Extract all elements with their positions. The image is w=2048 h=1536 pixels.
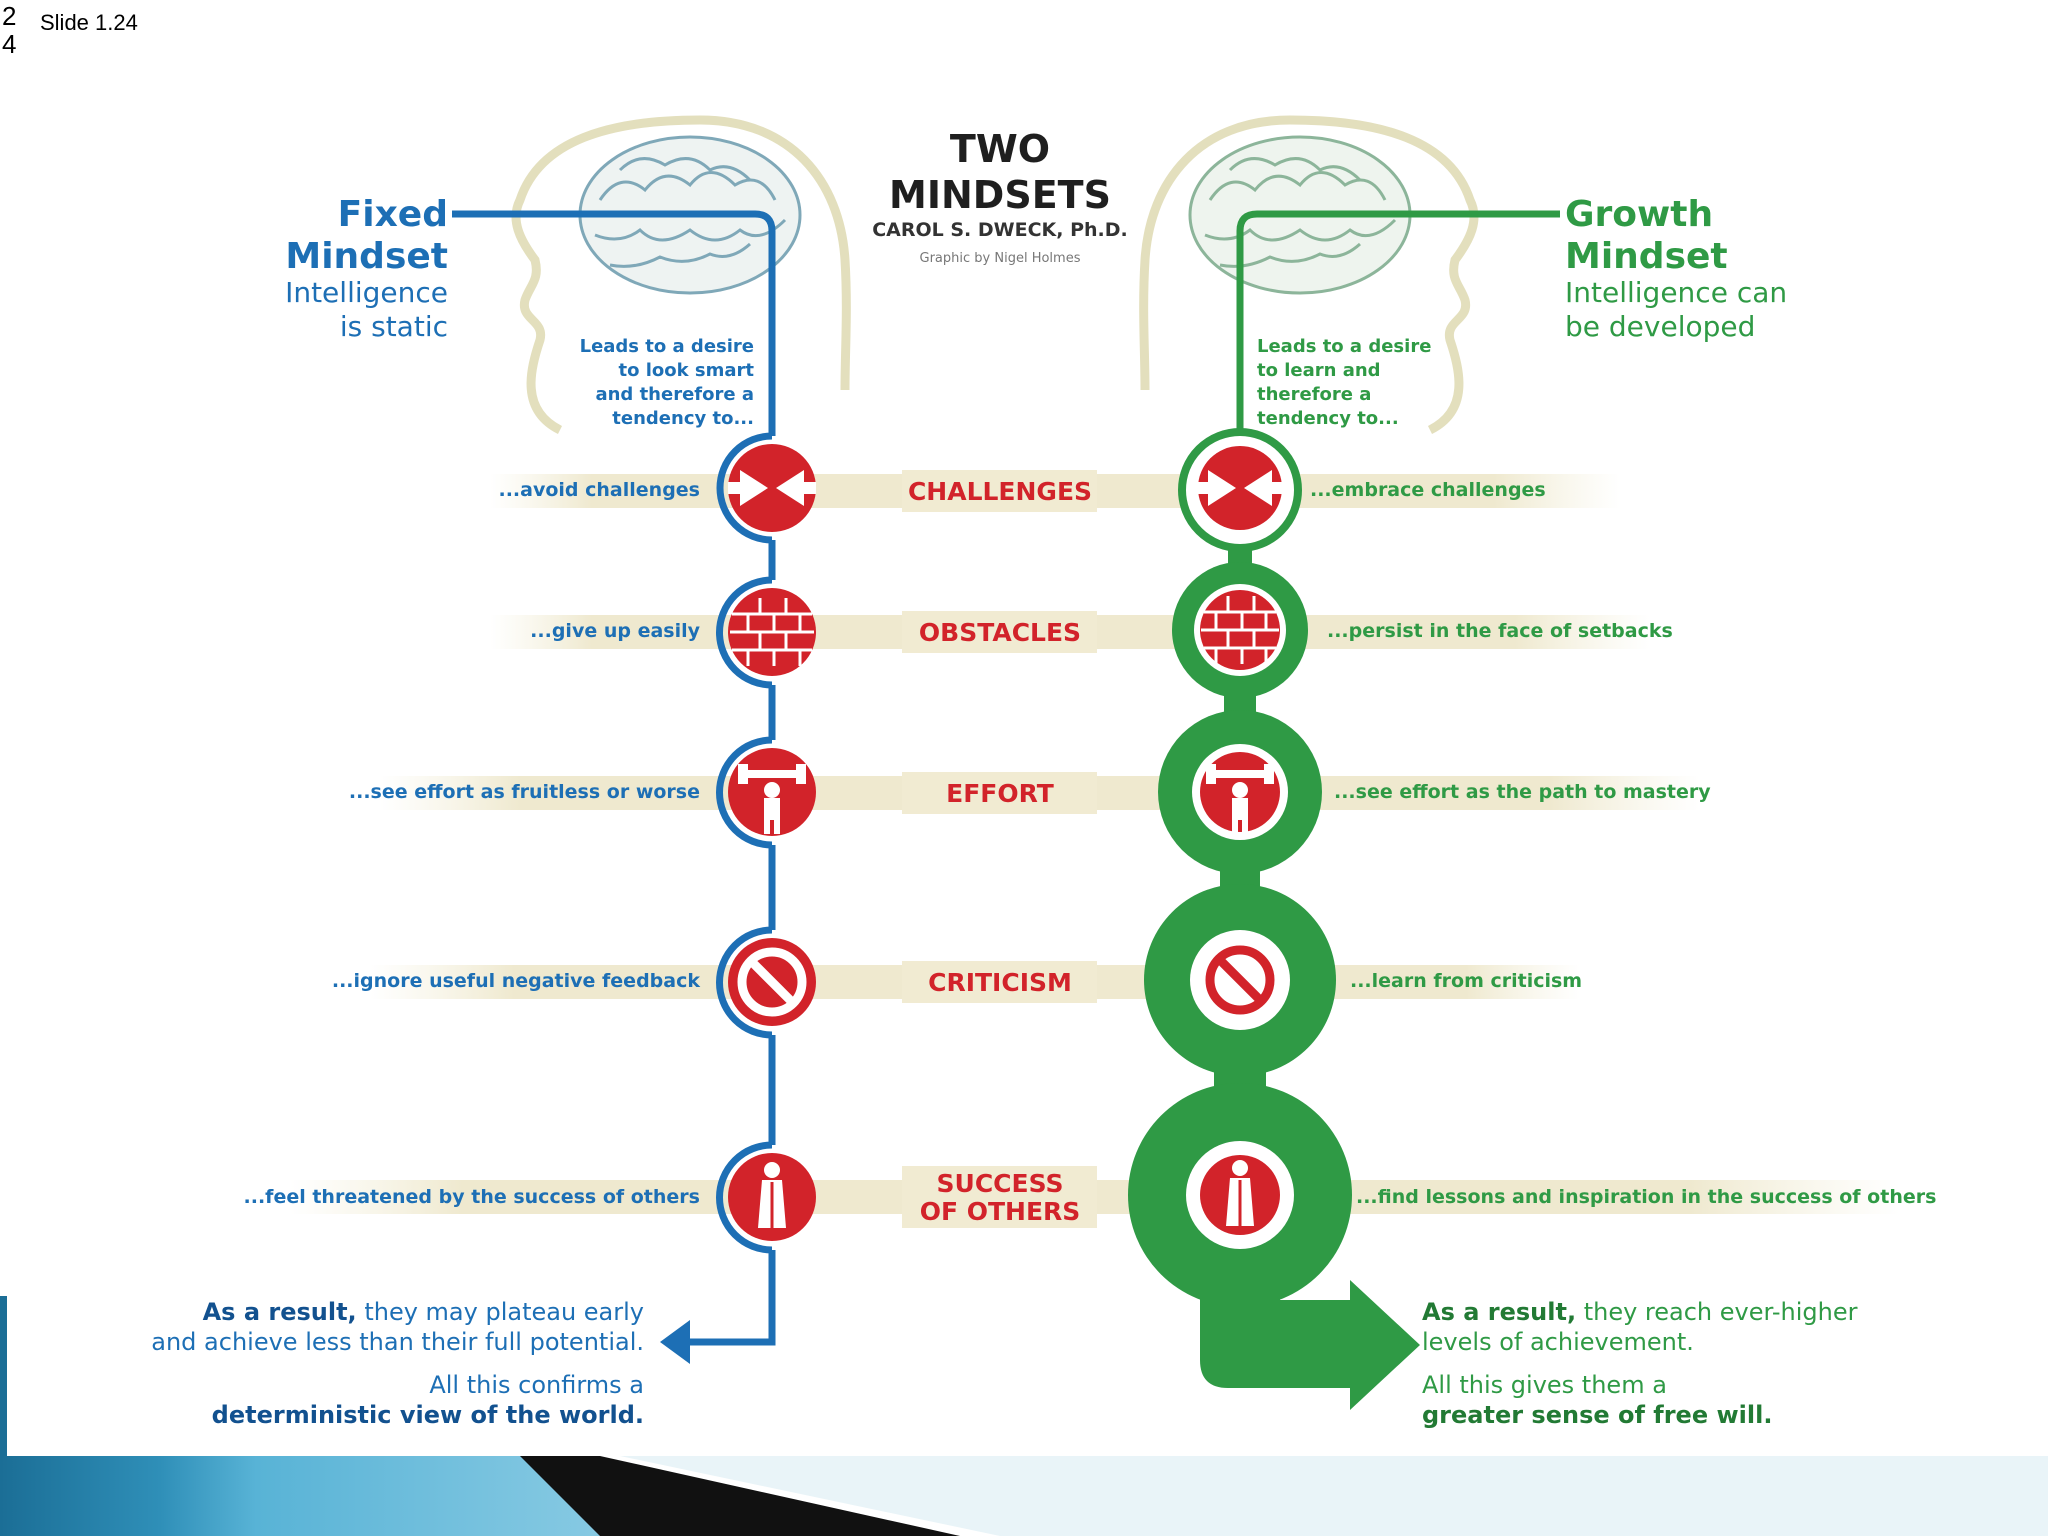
page-number: 24 [2, 1, 17, 59]
growth-response-effort: ...see effort as the path to mastery [1334, 781, 1711, 803]
growth-challenges-icon [1196, 446, 1284, 530]
title-line-2: MINDSETS [889, 173, 1111, 217]
category-bands [290, 474, 1900, 1214]
fixed-challenges-icon [728, 444, 816, 532]
fixed-result-line-1: As a result, they may plateau early [203, 1298, 644, 1326]
growth-criticism-icon [1190, 930, 1290, 1030]
growth-head-outline [1139, 115, 1479, 435]
graphic-credit: Graphic by Nigel Holmes [920, 251, 1081, 266]
fixed-criticism-icon [728, 938, 816, 1026]
fixed-desire-line-2: to look smart [619, 360, 755, 381]
category-criticism: CRITICISM [928, 968, 1072, 997]
growth-effort-icon [1192, 744, 1288, 840]
fixed-arrow-left-icon [660, 1320, 690, 1364]
fixed-desire-line-4: tendency to... [612, 408, 754, 429]
fixed-effort-icon [728, 748, 816, 836]
fixed-result-bold: As a result, [203, 1298, 357, 1326]
fixed-desire-line-1: Leads to a desire [580, 336, 754, 357]
growth-response-challenges: ...embrace challenges [1310, 479, 1546, 501]
fixed-confirm-line-2: deterministic view of the world. [212, 1401, 644, 1429]
fixed-subtitle-line-1: Intelligence [285, 276, 448, 309]
growth-subtitle-line-1: Intelligence can [1565, 276, 1787, 309]
growth-desire-line-4: tendency to... [1257, 408, 1399, 429]
fixed-result-rest: they may plateau early [357, 1298, 644, 1326]
growth-desire-line-2: to learn and [1257, 360, 1381, 381]
fixed-desire-line-3: and therefore a [595, 384, 754, 405]
growth-desire-line-3: therefore a [1257, 384, 1371, 405]
fixed-response-success: ...feel threatened by the success of oth… [244, 1186, 700, 1208]
growth-title-line-1: Growth [1565, 194, 1713, 235]
growth-obstacles-icon [1194, 584, 1286, 676]
slide-footer-decoration [0, 1296, 2048, 1536]
growth-result-bold: As a result, [1422, 1298, 1576, 1326]
title-line-1: TWO [950, 127, 1050, 171]
category-success-line-2: OF OTHERS [920, 1197, 1081, 1226]
growth-title-line-2: Mindset [1565, 236, 1728, 277]
growth-result-line-1: As a result, they reach ever-higher [1422, 1298, 1858, 1326]
growth-confirm-line-2: greater sense of free will. [1422, 1401, 1772, 1429]
growth-subtitle-line-2: be developed [1565, 310, 1755, 343]
fixed-path-line [452, 210, 776, 1346]
category-success-line-1: SUCCESS [937, 1169, 1064, 1198]
fixed-obstacles-icon [728, 588, 816, 676]
growth-confirm-line-1: All this gives them a [1422, 1371, 1667, 1399]
fixed-response-challenges: ...avoid challenges [499, 479, 701, 501]
category-obstacles: OBSTACLES [919, 618, 1081, 647]
fixed-response-effort: ...see effort as fruitless or worse [349, 781, 700, 803]
category-label-boxes [902, 470, 1097, 1228]
category-challenges: CHALLENGES [908, 477, 1092, 506]
fixed-response-obstacles: ...give up easily [530, 620, 700, 642]
author: CAROL S. DWECK, Ph.D. [872, 219, 1128, 241]
slide-label: Slide 1.24 [40, 10, 138, 35]
fixed-result-line-2: and achieve less than their full potenti… [151, 1328, 644, 1356]
growth-desire-line-1: Leads to a desire [1257, 336, 1431, 357]
fixed-success-icon [728, 1153, 816, 1241]
growth-response-obstacles: ...persist in the face of setbacks [1327, 620, 1673, 642]
fixed-title-line-2: Mindset [285, 236, 448, 277]
fixed-response-criticism: ...ignore useful negative feedback [332, 970, 700, 992]
growth-result-line-2: levels of achievement. [1422, 1328, 1694, 1356]
growth-success-icon [1186, 1141, 1294, 1249]
fixed-subtitle-line-2: is static [340, 310, 448, 343]
fixed-head-outline [511, 115, 851, 435]
category-effort: EFFORT [946, 779, 1054, 808]
fixed-title-line-1: Fixed [338, 194, 448, 235]
growth-result-rest: they reach ever-higher [1576, 1298, 1858, 1326]
growth-response-criticism: ...learn from criticism [1350, 970, 1582, 992]
fixed-confirm-line-1: All this confirms a [429, 1371, 644, 1399]
growth-response-success: ...find lessons and inspiration in the s… [1356, 1186, 1936, 1208]
